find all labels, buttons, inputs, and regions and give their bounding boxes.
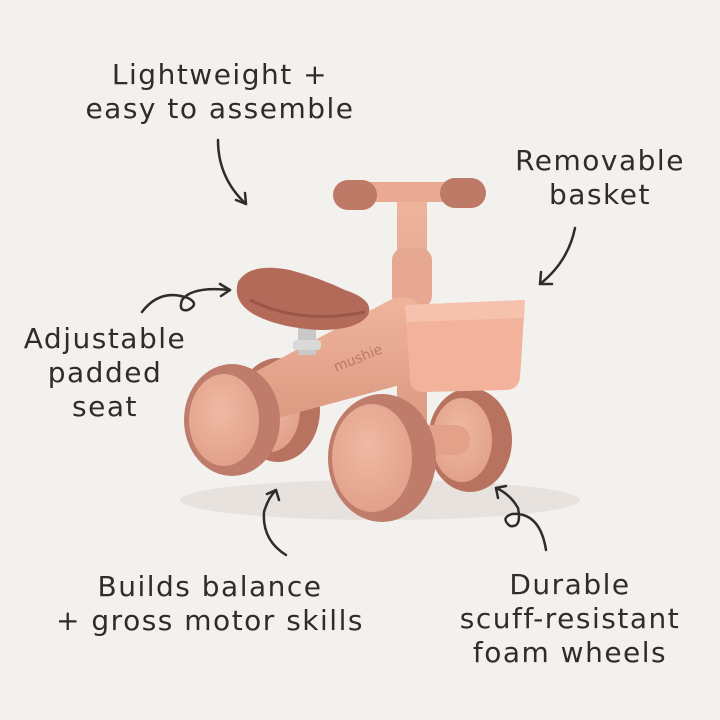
callout-lightweight-line2: easy to assemble [85,92,355,125]
callout-wheels-line2: scuff-resistant [459,602,681,635]
callout-wheels-line3: foam wheels [472,636,668,669]
removable-basket [405,300,525,392]
callout-seat-line2: padded [47,356,163,389]
callout-basket-line2: basket [549,178,651,211]
callout-balance-line2: + gross motor skills [56,604,364,637]
callout-balance-line1: Builds balance [97,570,323,603]
rear-left-wheel [184,364,280,476]
front-left-wheel [328,394,436,522]
callout-lightweight-line1: Lightweight + [111,58,329,91]
steering-collar [392,248,432,308]
callout-seat-line1: Adjustable [23,322,187,355]
padded-seat [236,267,370,330]
bike-frame [240,297,425,420]
handlebar [333,178,486,210]
callout-seat-line3: seat [72,390,138,423]
callout-lightweight: Lightweight + easy to assemble [70,58,370,126]
callout-basket-line1: Removable [515,144,685,177]
callout-wheels-line1: Durable [509,568,631,601]
callout-basket: Removable basket [500,144,700,212]
callout-wheels: Durable scuff-resistant foam wheels [430,568,710,670]
callout-balance: Builds balance + gross motor skills [50,570,370,638]
callout-seat: Adjustable padded seat [10,322,200,424]
seat-clamp [293,340,321,350]
